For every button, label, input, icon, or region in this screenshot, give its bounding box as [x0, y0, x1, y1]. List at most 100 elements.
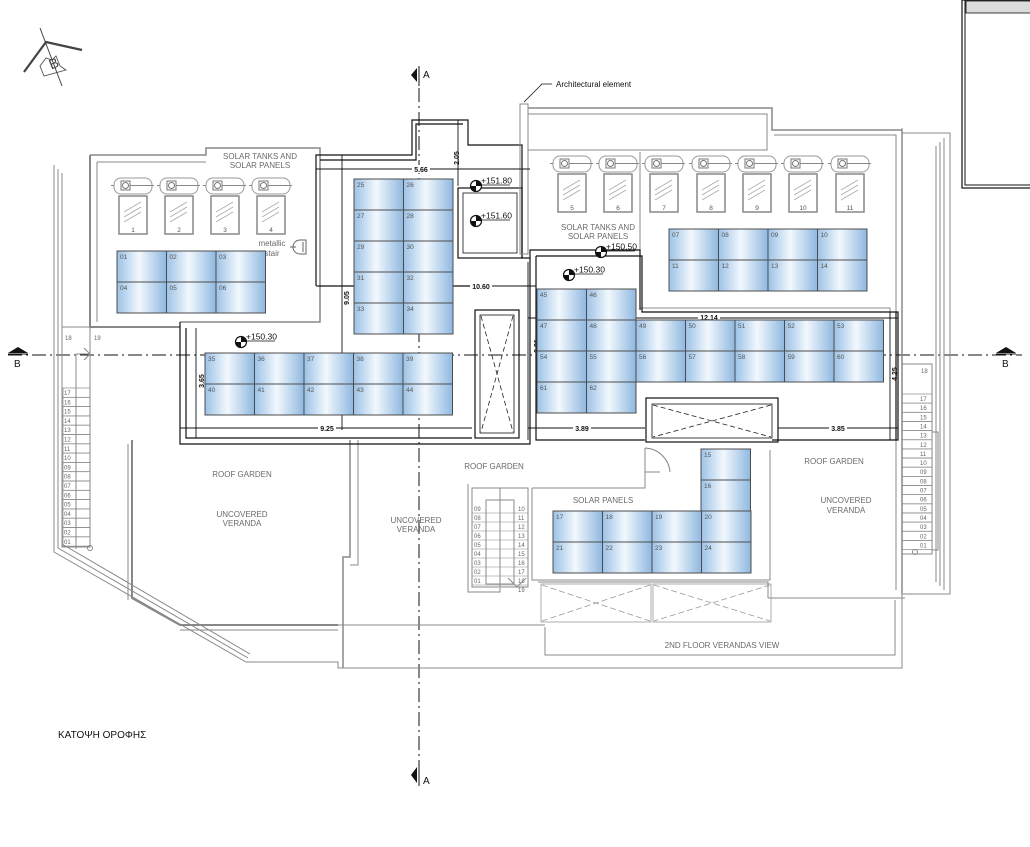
stair-step-number: 19: [518, 588, 525, 594]
elevation-marker: +150.50: [594, 242, 637, 259]
stair-step-number: 10: [920, 461, 927, 467]
stair-step-number: 11: [920, 452, 927, 458]
dim-9-05: 9.05: [344, 291, 351, 305]
label-uncovered-center-1: UNCOVERED: [390, 516, 441, 525]
solar-tank-number: 7: [662, 205, 666, 212]
solar-tank-icon: 2: [157, 177, 200, 235]
dim-10-60: 10.60: [472, 284, 490, 291]
metallic-stair-icon: [290, 239, 307, 255]
solar-panel-number: 38: [357, 356, 365, 363]
solar-panel-number: 41: [258, 387, 266, 394]
elevation-value: +151.60: [481, 211, 512, 221]
elevation-marker: +150.30: [234, 332, 277, 349]
dim-2-05: 2.05: [454, 151, 461, 165]
solar-panel: [353, 240, 404, 273]
solar-panel-number: 14: [821, 263, 829, 270]
stair-step-number: 12: [920, 443, 927, 449]
label-solar-tanks-left-1: SOLAR TANKS AND: [223, 152, 297, 161]
solar-panel-number: 17: [556, 514, 564, 521]
solar-panel: [700, 448, 751, 481]
solar-panel-number: 06: [219, 285, 227, 292]
solar-panel-number: 27: [357, 213, 365, 220]
solar-panel: [353, 383, 404, 416]
solar-panel: [204, 383, 255, 416]
solar-tank-icon: 11: [828, 155, 871, 213]
label-uncovered-right-1: UNCOVERED: [820, 496, 871, 505]
solar-panel: [402, 383, 453, 416]
stair-step-number: 08: [474, 516, 481, 522]
solar-panel: [303, 383, 354, 416]
solar-panel: [536, 381, 587, 414]
solar-tank-icon: 1: [111, 177, 154, 235]
solar-panel-number: 32: [407, 275, 415, 282]
solar-panel-number: 20: [705, 514, 713, 521]
stair-step-number: 15: [920, 415, 927, 421]
svg-text:B: B: [14, 359, 21, 370]
label-metallic: metallic: [258, 239, 285, 248]
stair-step-number: 02: [64, 531, 71, 537]
solar-panel-number: 58: [738, 354, 746, 361]
section-marker-a-bottom: A: [411, 765, 430, 787]
stair-step-number: 13: [920, 434, 927, 440]
elevation-value: +150.30: [574, 265, 605, 275]
solar-panel-number: 57: [689, 354, 697, 361]
solar-panel-number: 50: [689, 323, 697, 330]
solar-panel-number: 03: [219, 254, 227, 261]
solar-panel: [353, 352, 404, 385]
solar-panel-number: 45: [540, 292, 548, 299]
solar-tank-icon: 9: [735, 155, 778, 213]
stair-step-number: 18: [921, 369, 928, 375]
solar-tank-number: 10: [799, 205, 807, 212]
solar-panel-number: 48: [590, 323, 598, 330]
solar-panel: [403, 178, 454, 211]
solar-tank-number: 2: [177, 227, 181, 234]
solar-tank-number: 4: [269, 227, 273, 234]
solar-tank-icon: 5: [550, 155, 593, 213]
solar-panel-number: 62: [590, 385, 598, 392]
stair-step-number: 04: [920, 516, 927, 522]
dim-12-14: 12.14: [700, 315, 718, 322]
stair-step-number: 18: [65, 336, 72, 342]
solar-panel-number: 11: [672, 263, 679, 270]
solar-tank-number: 9: [755, 205, 759, 212]
solar-panel-number: 28: [407, 213, 415, 220]
solar-panel-number: 04: [120, 285, 128, 292]
solar-panel: [701, 541, 752, 574]
stair-step-number: 02: [474, 570, 481, 576]
solar-tank-number: 11: [847, 205, 854, 212]
solar-panel-number: 08: [722, 232, 730, 239]
stair-step-number: 16: [64, 400, 71, 406]
stair-step-number: 06: [920, 498, 927, 504]
title-block-frame: [961, 0, 1030, 189]
dim-3-65: 3.65: [199, 374, 206, 388]
stair-step-number: 16: [920, 406, 927, 412]
solar-panel-number: 29: [357, 244, 365, 251]
solar-panel-number: 43: [357, 387, 365, 394]
solar-panel: [586, 288, 637, 321]
stair-step-number: 01: [64, 540, 71, 546]
solar-panel: [536, 288, 587, 321]
solar-panel-number: 30: [407, 244, 415, 251]
svg-text:A: A: [423, 776, 430, 787]
elevation-marker: +151.60: [469, 211, 512, 228]
solar-panel: [254, 383, 305, 416]
solar-panel-number: 15: [704, 452, 712, 459]
stair-step-number: 15: [518, 552, 525, 558]
solar-tank-icon: 4: [249, 177, 292, 235]
stair-step-number: 04: [64, 512, 71, 518]
solar-panel: [833, 350, 884, 383]
solar-tank-number: 5: [570, 205, 574, 212]
stair-step-number: 17: [64, 391, 71, 397]
stair-step-number: 13: [64, 428, 71, 434]
solar-panel: [215, 250, 266, 283]
dim-4-25: 4.25: [892, 367, 899, 381]
stair-step-number: 10: [518, 507, 525, 513]
stair-step-number: 17: [920, 397, 927, 403]
stair-step-number: 03: [474, 561, 481, 567]
stair-step-number: 07: [64, 484, 71, 490]
solar-panel-number: 05: [170, 285, 178, 292]
